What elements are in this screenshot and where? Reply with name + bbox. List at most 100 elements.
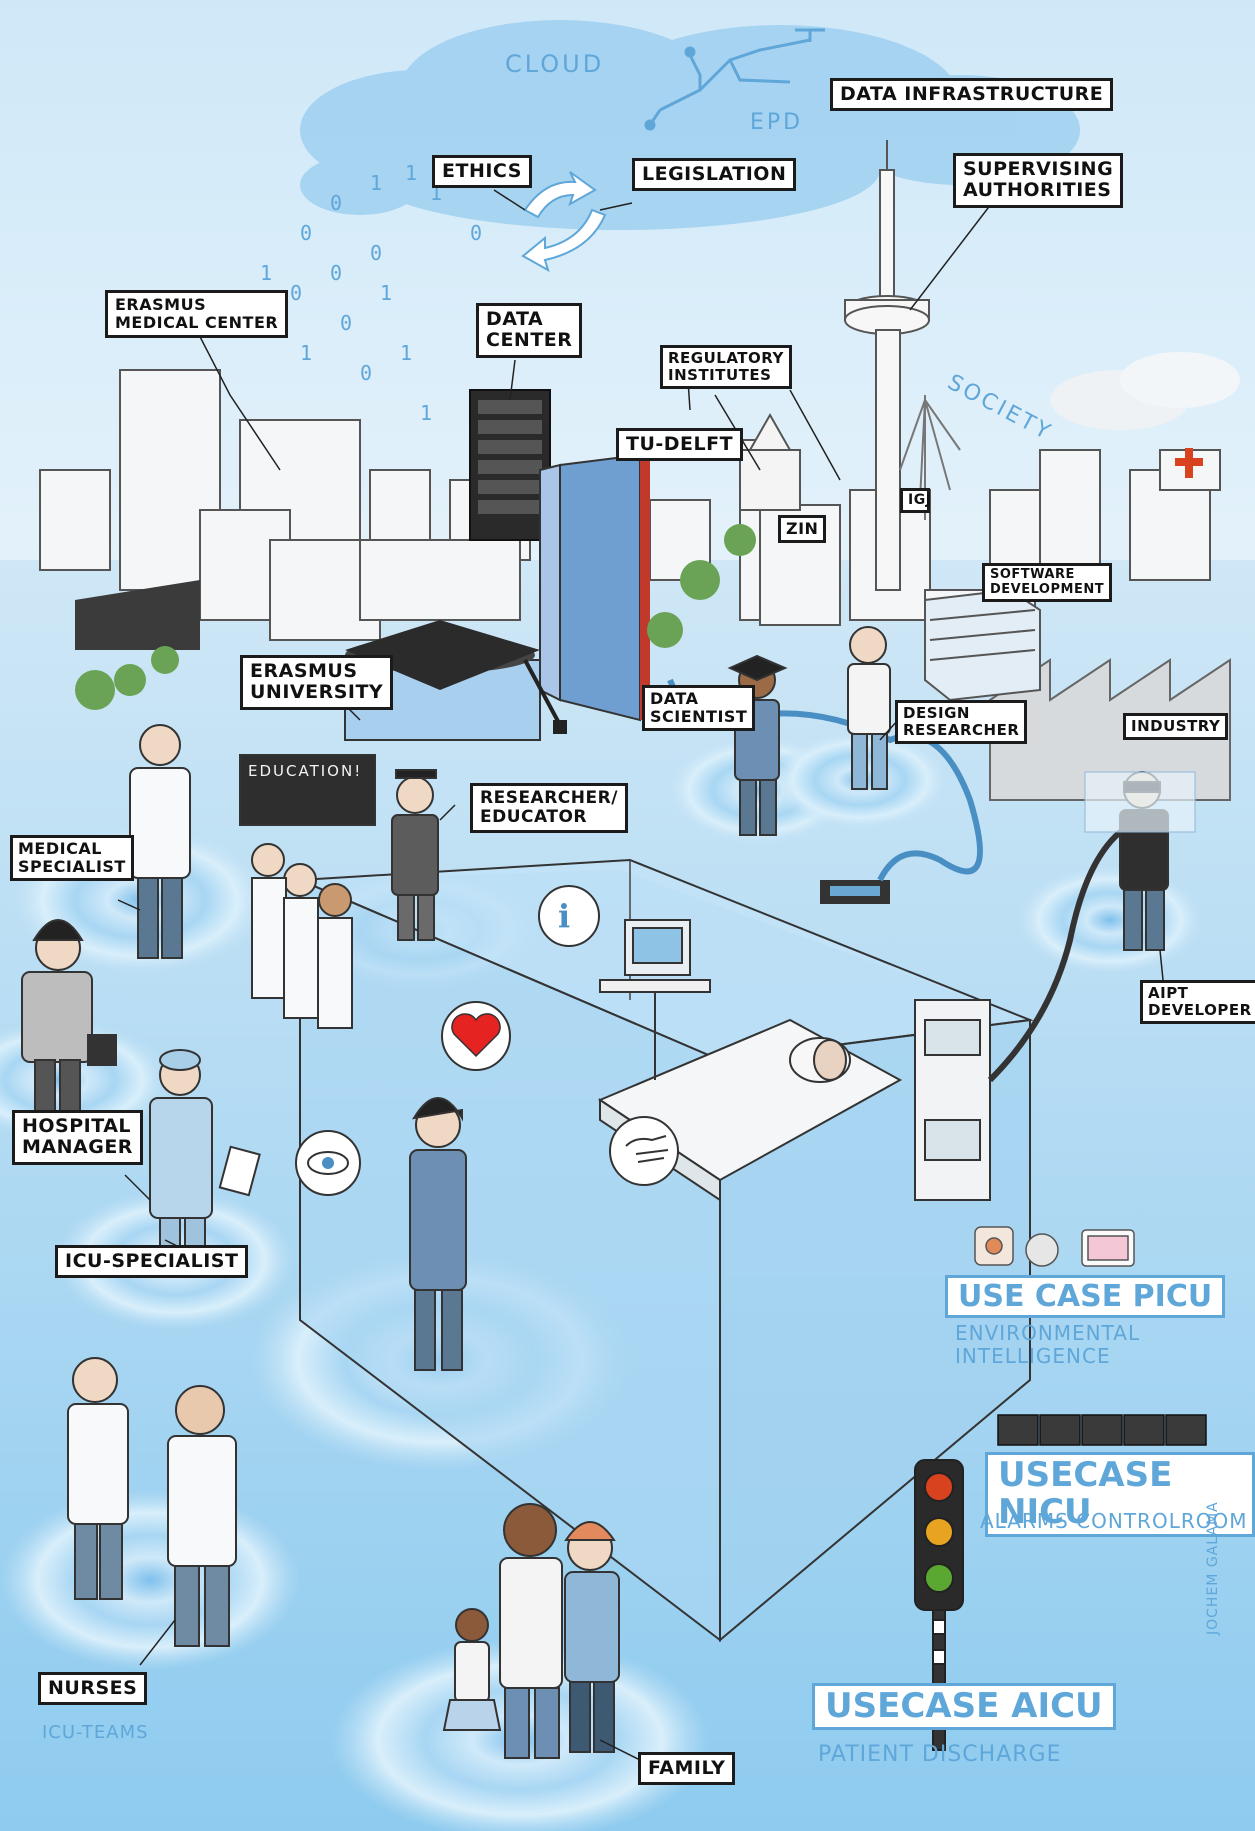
data-scientist-label: DATA SCIENTIST [642,685,756,731]
use-case-nicu-subtitle: ALARMS CONTROLROOM [980,1509,1248,1533]
design-researcher-line2: RESEARCHER [903,720,1020,739]
igj-label: IGJ [900,488,931,513]
binary-digit: 0 [370,241,382,265]
binary-digit: 0 [340,311,352,335]
binary-digit: 0 [330,191,342,215]
ceiling-camera [820,880,890,904]
eye-icon [295,1130,361,1196]
binary-digit: 0 [290,281,302,305]
erasmus-medical-center-line2: MEDICAL CENTER [115,312,279,332]
icu-specialist-label: ICU-SPECIALIST [55,1245,249,1279]
picu-devices [974,1226,1135,1267]
controlroom-screens [997,1414,1207,1446]
use-case-nicu-title: USECASE NICU [985,1452,1255,1537]
aipt-developer-line2: DEVELOPER [1148,1000,1252,1019]
use-case-aicu-subtitle: PATIENT DISCHARGE [818,1742,1062,1767]
aipt-developer-line1: AIPT [1148,984,1189,1002]
cycle-arrows-icon [521,171,607,273]
binary-digit: 1 [405,161,417,185]
supervising-authorities-line1: SUPERVISING [963,158,1114,180]
supervising-authorities-label: SUPERVISING AUTHORITIES [953,153,1124,208]
heart-icon [441,1001,511,1071]
erasmus-medical-center-label: ERASMUS MEDICAL CENTER [105,290,289,338]
software-development-label: SOFTWARE DEVELOPMENT [982,563,1113,603]
hospital-icon [1050,352,1240,478]
use-case-aicu-title: USECASE AICU [812,1683,1116,1731]
data-scientist-line1: DATA [650,689,699,708]
use-case-picu-subtitle-line1: ENVIRONMENTAL [955,1321,1141,1345]
medical-specialist-line2: SPECIALIST [18,856,126,876]
binary-digit: 1 [400,341,412,365]
erasmus-university-line2: UNIVERSITY [250,681,384,704]
data-center-line2: CENTER [486,329,573,352]
data-center-label: DATA CENTER [476,303,583,358]
binary-digit: 1 [300,341,312,365]
erasmus-university-line1: ERASMUS [250,660,358,682]
medical-specialist-label: MEDICAL SPECIALIST [10,835,134,881]
aipt-cable [987,817,1142,1083]
ethics-label: ETHICS [432,155,532,189]
icu-teams-label: ICU-TEAMS [42,1722,149,1743]
family-label: FAMILY [638,1752,736,1786]
ventilator-machine [914,999,991,1201]
medical-specialist-line1: MEDICAL [18,839,102,858]
patient-monitor [599,919,711,1080]
artist-credit-text: JOCHEM GALAMA [1205,1501,1221,1635]
data-center-rack [469,389,551,541]
regulatory-institutes-label: REGULATORY INSTITUTES [660,345,792,389]
researcher-educator-figure [391,769,439,941]
regulatory-institutes-line2: INSTITUTES [668,365,772,384]
binary-digit: 0 [300,221,312,245]
info-symbol: i [558,897,571,935]
erasmus-medical-center-line1: ERASMUS [115,295,207,314]
use-case-picu-subtitle: ENVIRONMENTAL INTELLIGENCE [955,1322,1140,1368]
erasmus-university-label: ERASMUS UNIVERSITY [240,655,394,710]
church [739,412,801,511]
data-infrastructure-label: DATA INFRASTRUCTURE [830,78,1114,112]
icu-specialist-figure [149,1049,261,1259]
software-development-line1: SOFTWARE [990,567,1075,582]
vr-hologram [1084,771,1196,833]
industry-label: INDUSTRY [1123,713,1229,740]
use-case-picu-title: USE CASE PICU [945,1275,1226,1318]
design-researcher-figure [847,626,891,790]
binary-digit: 1 [380,281,392,305]
hospital-manager-line1: HOSPITAL [22,1115,132,1137]
design-researcher-line1: DESIGN [903,704,970,722]
regulatory-institutes-line1: REGULATORY [668,349,784,367]
nurses-front-figure [67,1357,237,1647]
supervising-authorities-line2: AUTHORITIES [963,179,1112,202]
zin-label: ZIN [778,515,827,543]
family-figure [442,1503,620,1759]
education-board-text: EDUCATION! [248,762,363,780]
pavilion [75,580,200,650]
researcher-educator-label: RESEARCHER/ EDUCATOR [470,783,628,834]
chalkboard [239,754,376,826]
cloud-label: CLOUD [505,50,605,78]
epd-label: EPD [750,110,804,135]
aipt-developer-label: AIPT DEVELOPER [1140,980,1255,1024]
hand-icon [609,1116,679,1186]
nurses-group-figure [251,843,353,1029]
trees [75,524,756,710]
binary-digit: 1 [370,171,382,195]
tu-delft-label: TU-DELFT [616,428,744,462]
hospital-manager-line2: MANAGER [22,1136,133,1159]
traffic-light [914,1459,964,1751]
binary-digit: 0 [330,261,342,285]
binary-digit: 0 [360,361,372,385]
hospital-manager-figure [21,919,117,1121]
design-researcher-label: DESIGN RESEARCHER [895,700,1028,744]
medical-specialist-figure [129,724,191,959]
data-center-line1: DATA [486,308,544,330]
researcher-educator-line2: EDUCATOR [480,807,587,828]
euromast-tower [844,140,930,591]
researcher-educator-line1: RESEARCHER/ [480,788,618,808]
nurses-label: NURSES [38,1672,148,1706]
tu-delft-building [539,453,650,722]
binary-digit: 0 [470,221,482,245]
data-scientist-line2: SCIENTIST [650,706,748,726]
artist-credit: JOCHEM GALAMA [1205,1501,1221,1635]
